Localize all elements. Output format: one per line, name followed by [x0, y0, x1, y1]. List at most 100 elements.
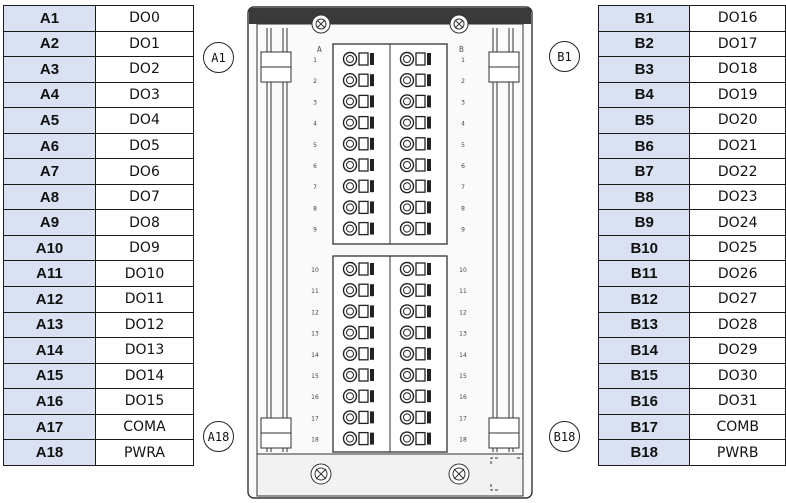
terminal-latch — [370, 95, 374, 108]
signal-name: DO11 — [95, 286, 194, 313]
terminal-latch — [427, 305, 431, 318]
terminal-screw-hole — [342, 367, 358, 383]
signal-name: DO9 — [95, 234, 194, 262]
terminal-wire-slot — [415, 389, 426, 403]
signal-name: DO24 — [689, 209, 786, 236]
terminal-screw-hole — [342, 115, 358, 130]
terminal-latch — [370, 116, 374, 129]
device-header-b: B — [459, 45, 464, 54]
terminal-number-left: 13 — [311, 331, 319, 338]
terminal-wire-slot — [358, 158, 369, 172]
terminal-screw-inner — [403, 413, 411, 422]
terminal-number-left: 4 — [313, 121, 317, 128]
terminal-screw-inner — [346, 139, 354, 148]
terminal-number-right: 3 — [461, 99, 465, 106]
terminal-screw-inner — [346, 286, 354, 295]
terminal-screw-hole — [399, 389, 415, 404]
terminal-screw-hole — [342, 178, 358, 194]
terminal-screw-hole — [399, 221, 415, 236]
terminal-screw-hole — [342, 136, 358, 152]
terminal-wire-slot — [358, 262, 369, 276]
terminal-screw-inner — [403, 182, 411, 191]
signal-name: COMA — [95, 413, 194, 441]
terminal-wire-slot — [415, 137, 426, 151]
terminal-wire-slot — [358, 304, 369, 319]
terminal-number-right: 14 — [459, 352, 467, 359]
terminal-screw-hole — [342, 283, 358, 298]
terminal-number-right: 11 — [459, 288, 467, 295]
signal-name: DO10 — [95, 260, 194, 288]
terminal-screw-hole — [342, 221, 358, 236]
signal-name: DO30 — [689, 362, 786, 390]
pin-label: B13 — [597, 311, 691, 339]
terminal-number-right: 13 — [459, 331, 467, 338]
terminal-latch — [370, 369, 374, 381]
terminal-screw-inner — [346, 413, 354, 422]
callout-a-last: A18 — [203, 421, 234, 452]
terminal-number-right: 15 — [459, 373, 467, 380]
terminal-latch — [370, 159, 374, 171]
terminal-number-right: 17 — [459, 415, 467, 422]
terminal-number-right: 16 — [459, 394, 467, 401]
terminal-number-left: 17 — [311, 415, 319, 422]
signal-name: DO13 — [95, 337, 194, 364]
terminal-screw-inner — [346, 76, 354, 85]
terminal-wire-slot — [415, 283, 426, 297]
signal-name: DO19 — [689, 81, 786, 109]
terminal-screw-hole — [399, 200, 415, 215]
terminal-latch — [427, 53, 431, 65]
terminal-screw-inner — [403, 286, 411, 295]
terminal-screw-inner — [403, 434, 411, 443]
terminal-wire-slot — [358, 368, 369, 382]
signal-name: PWRA — [95, 439, 194, 466]
pin-label: B4 — [597, 81, 691, 109]
terminal-wire-slot — [358, 179, 369, 193]
terminal-screw-inner — [403, 76, 411, 85]
terminal-wire-slot — [358, 283, 369, 297]
terminal-screw-hole — [342, 94, 358, 109]
terminal-wire-slot — [415, 262, 426, 276]
terminal-number-right: 10 — [459, 267, 467, 274]
terminal-screw-hole — [399, 157, 415, 173]
terminal-latch — [427, 411, 431, 424]
terminal-wire-slot — [358, 115, 369, 130]
signal-name: COMB — [689, 413, 786, 441]
terminal-latch — [427, 116, 431, 129]
terminal-screw-inner — [403, 97, 411, 106]
terminal-screw-inner — [346, 371, 354, 379]
terminal-screw-inner — [403, 371, 411, 379]
terminal-screw-hole — [399, 304, 415, 319]
terminal-latch — [427, 432, 431, 445]
terminal-screw-inner — [346, 307, 354, 316]
terminal-screw-inner — [403, 224, 411, 233]
pin-label: A3 — [3, 56, 96, 83]
terminal-screw-hole — [342, 51, 358, 67]
terminal-wire-slot — [358, 221, 369, 236]
terminal-screw-inner — [346, 203, 354, 212]
callout-a-first: A1 — [203, 42, 234, 73]
terminal-latch — [427, 159, 431, 171]
terminal-latch — [427, 326, 431, 339]
terminal-number-left: 1 — [313, 57, 317, 64]
terminal-screw-inner — [346, 161, 354, 169]
terminal-screw-hole — [342, 261, 358, 277]
terminal-number-right: 8 — [461, 205, 465, 212]
pin-label: A17 — [3, 413, 96, 441]
terminal-number-right: 7 — [461, 184, 465, 191]
terminal-screw-inner — [403, 55, 411, 63]
terminal-number-right: 5 — [461, 142, 465, 149]
